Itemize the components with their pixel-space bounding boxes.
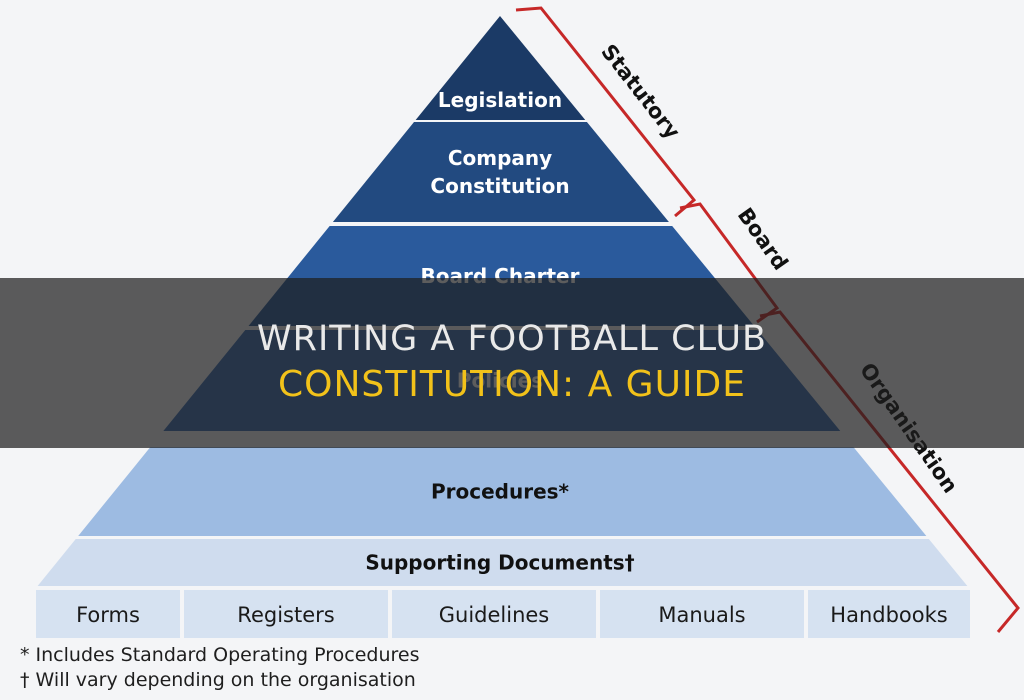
doc-type-manuals-cell — [600, 590, 804, 638]
doc-type-registers-label: Registers — [237, 603, 334, 627]
title-line-2: CONSTITUTION: A GUIDE — [277, 364, 747, 405]
pyramid-level-legislation-label: Legislation — [438, 88, 562, 112]
document-types-row: Forms Registers Guidelines Manuals Handbooks — [36, 590, 970, 638]
doc-type-handbooks-cell — [808, 590, 970, 638]
pyramid-level-procedures: Procedures* — [78, 447, 927, 536]
doc-type-forms-cell — [36, 590, 180, 638]
doc-type-forms-label: Forms — [76, 603, 140, 627]
pyramid-level-company-constitution-label: Company — [448, 146, 552, 170]
footnotes: * Includes Standard Operating Procedures… — [20, 643, 420, 693]
doc-type-registers: Registers — [184, 590, 388, 638]
pyramid-level-procedures-shape — [78, 447, 927, 536]
pyramid-level-procedures-label: Procedures* — [431, 480, 570, 504]
title-banner: WRITING A FOOTBALL CLUB CONSTITUTION: A … — [0, 278, 1024, 448]
doc-type-guidelines-label: Guidelines — [439, 603, 550, 627]
doc-type-handbooks: Handbooks — [808, 590, 970, 638]
doc-type-forms: Forms — [36, 590, 180, 638]
pyramid-level-company-constitution-label: Constitution — [430, 174, 569, 198]
pyramid-level-supporting-documents-label: Supporting Documents† — [365, 551, 634, 575]
doc-type-manuals-label: Manuals — [658, 603, 745, 627]
bracket-board-label: Board — [733, 203, 793, 274]
doc-type-manuals: Manuals — [600, 590, 804, 638]
footnote-standard-operating-procedures: * Includes Standard Operating Procedures — [20, 644, 420, 666]
doc-type-registers-cell — [184, 590, 388, 638]
doc-type-guidelines-cell — [392, 590, 596, 638]
pyramid-level-legislation-shape — [415, 16, 586, 120]
pyramid-level-company-constitution-shape — [332, 122, 669, 222]
pyramid-level-legislation: Legislation — [415, 16, 586, 120]
title-line-1: WRITING A FOOTBALL CLUB — [257, 319, 767, 359]
footnote-varies-by-organisation: † Will vary depending on the organisatio… — [20, 669, 416, 691]
doc-type-guidelines: Guidelines — [392, 590, 596, 638]
pyramid-level-supporting-documents-shape — [37, 539, 968, 586]
doc-type-handbooks-label: Handbooks — [830, 603, 947, 627]
pyramid-level-supporting-documents: Supporting Documents† — [37, 539, 968, 586]
